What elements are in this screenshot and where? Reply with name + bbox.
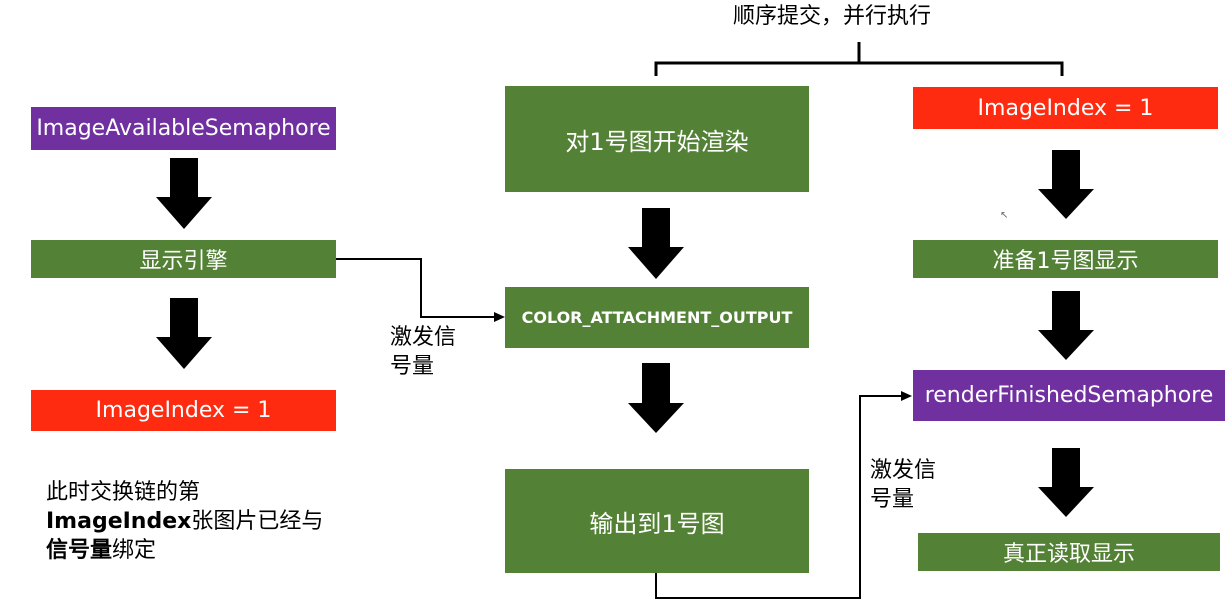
parallel-execution-label: 顺序提交，并行执行: [733, 4, 932, 29]
connector-engine-to-stage: [336, 258, 498, 318]
prepare-display-box: 准备1号图显示: [913, 240, 1218, 278]
down-arrow-left-2: [156, 298, 212, 369]
image-available-semaphore-box: ImageAvailableSemaphore: [31, 107, 336, 150]
signal-label-left: 激发信 号量: [390, 325, 457, 379]
image-index-right-box: ImageIndex = 1: [913, 87, 1218, 129]
present-display-box: 真正读取显示: [918, 533, 1220, 571]
down-arrow-mid-1: [628, 208, 684, 279]
image-index-left-box: ImageIndex = 1: [31, 390, 336, 431]
display-engine-box: 显示引擎: [31, 240, 336, 278]
signal-label-right: 激发信 号量: [870, 458, 937, 512]
connector-arrowhead-1: [494, 312, 505, 322]
down-arrow-right-2: [1038, 291, 1094, 360]
down-arrow-right-1: [1038, 150, 1094, 219]
color-attachment-output-box: COLOR_ATTACHMENT_OUTPUT: [505, 287, 809, 348]
connector-arrowhead-2: [901, 391, 912, 401]
render-start-box: 对1号图开始渲染: [505, 86, 809, 192]
output-image-box: 输出到1号图: [505, 469, 809, 573]
swapchain-note: 此时交换链的第 ImageIndex张图片已经与 信号量绑定: [46, 480, 324, 563]
down-arrow-left-1: [156, 158, 212, 229]
render-finished-semaphore-box: renderFinishedSemaphore: [913, 370, 1225, 421]
down-arrow-mid-2: [628, 363, 684, 433]
parallel-bracket: [654, 42, 1064, 76]
mouse-cursor-icon: ↖: [1000, 210, 1009, 221]
down-arrow-right-3: [1038, 448, 1094, 517]
